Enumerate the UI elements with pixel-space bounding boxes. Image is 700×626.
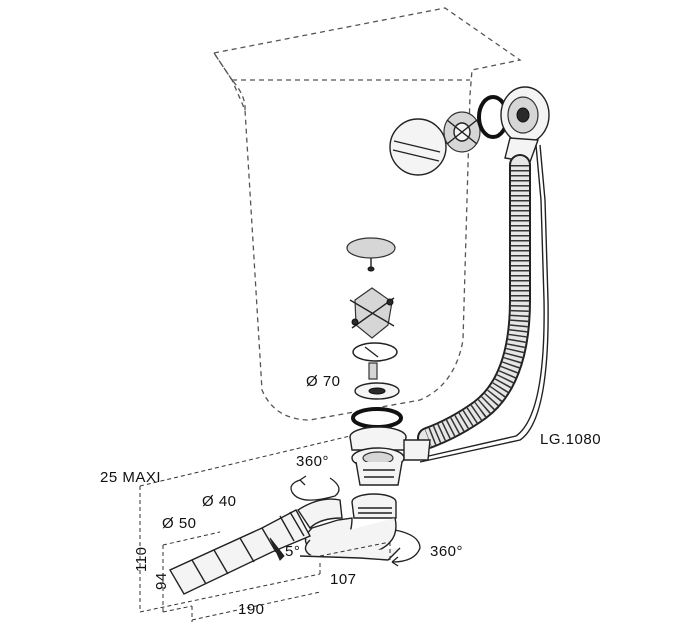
plug-spider	[349, 287, 395, 339]
label-length-190: 190	[238, 601, 265, 618]
label-pipe-50: Ø 50	[162, 515, 197, 532]
control-cable	[419, 144, 549, 463]
trap-body	[297, 498, 401, 561]
label-height-110: 110	[133, 547, 150, 572]
label-length-107: 107	[330, 571, 357, 588]
label-pipe-40: Ø 40	[202, 493, 237, 510]
plug-cap	[346, 237, 396, 272]
rotation-arrow-bottom	[391, 529, 421, 567]
dimension-lines	[139, 435, 391, 622]
overflow-spider	[443, 111, 481, 153]
waste-body	[349, 426, 431, 486]
label-rotation-bottom: 360°	[430, 543, 463, 560]
label-height-94: 94	[153, 572, 170, 590]
rotation-arrow-top	[290, 475, 340, 501]
bathtub-outline	[212, 7, 522, 421]
overflow-cap	[389, 118, 447, 176]
label-overflow-diameter: Ø 70	[306, 373, 341, 390]
label-angle: 5°	[285, 543, 300, 560]
flexible-hose	[417, 154, 531, 449]
label-rotation-top: 360°	[296, 453, 329, 470]
plug-gasket	[351, 407, 403, 429]
trap-nut	[351, 493, 397, 519]
plug-screw	[354, 362, 400, 400]
label-cable-length: LG.1080	[540, 431, 601, 448]
outlet-pipe	[169, 509, 311, 595]
angle-arrow	[269, 537, 285, 561]
plug-clip-ring	[352, 342, 398, 362]
overflow-body	[500, 86, 550, 163]
label-max-height: 25 MAXI	[100, 469, 161, 486]
